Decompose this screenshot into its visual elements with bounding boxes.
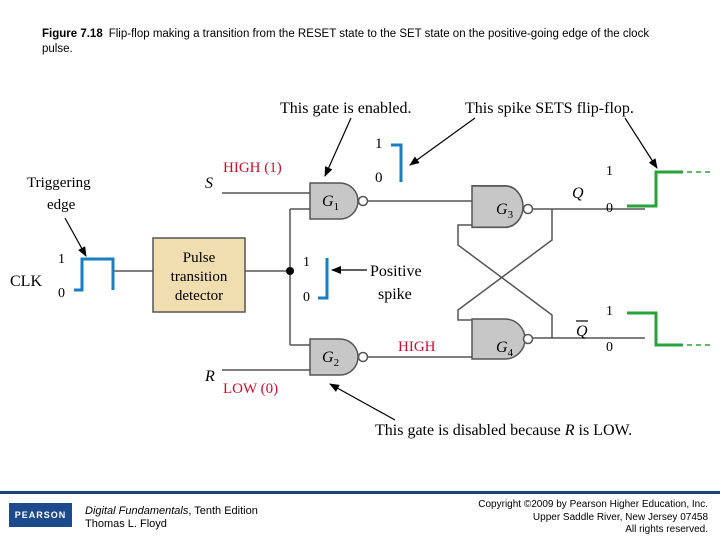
clk-low-label: 0 xyxy=(58,286,65,301)
g2-label: G2 xyxy=(322,349,339,369)
positive-spike-waveform xyxy=(318,258,329,300)
spike-low-label: 0 xyxy=(303,290,310,305)
g1-spike-high: 1 xyxy=(375,136,383,152)
triggering-edge-label-1: Triggering xyxy=(27,175,91,191)
clk-high-label: 1 xyxy=(58,252,65,267)
book-info: Digital Fundamentals, Tenth Edition Thom… xyxy=(85,505,258,531)
q-low-label: 0 xyxy=(606,201,613,216)
q-high-label: 1 xyxy=(606,164,613,179)
spike-sets-arrow-right xyxy=(624,117,658,169)
clk-label: CLK xyxy=(10,273,42,290)
r-input-label: R xyxy=(204,368,215,385)
disabled-arrow xyxy=(329,383,396,421)
nand-gate-g2 xyxy=(309,338,359,376)
book-author: Thomas L. Floyd xyxy=(85,518,167,530)
positive-spike-label-2: spike xyxy=(378,286,412,303)
flip-flop-diagram: Pulse transition detector G1 G2 G3 G4 Th… xyxy=(10,100,712,439)
book-title-line: Digital Fundamentals, Tenth Edition xyxy=(85,505,258,517)
triggering-edge-label-2: edge xyxy=(47,197,76,213)
pulse-label-3: detector xyxy=(175,288,223,304)
g1-label: G1 xyxy=(322,193,339,213)
footer-divider xyxy=(0,491,720,494)
q-waveform xyxy=(627,170,683,208)
g1-input-spike xyxy=(391,143,403,182)
spike-high-label: 1 xyxy=(303,255,310,270)
nand-gate-g1 xyxy=(309,182,359,220)
g2-inversion-bubble xyxy=(357,351,369,363)
copyright-notice: Copyright ©2009 by Pearson Higher Educat… xyxy=(478,499,708,535)
pearson-logo: PEARSON xyxy=(9,503,72,527)
pulse-transition-detector xyxy=(152,237,246,313)
qbar-high-label: 1 xyxy=(606,304,613,319)
triggering-edge-arrow xyxy=(64,217,87,257)
g4-inversion-bubble xyxy=(522,333,534,345)
positive-spike-label-1: Positive xyxy=(370,263,422,280)
s-level-label: HIGH (1) xyxy=(223,160,282,176)
junction-dot xyxy=(286,267,294,275)
g3-inversion-bubble xyxy=(522,203,534,215)
gate-disabled-note: This gate is disabled because R is LOW. xyxy=(375,422,632,439)
figure-caption-text: Flip-flop making a transition from the R… xyxy=(42,28,650,55)
spike-sets-arrow-left xyxy=(409,117,476,166)
pulse-label-2: transition xyxy=(171,269,228,285)
qbar-output-label: Q xyxy=(576,323,588,340)
g3-label: G3 xyxy=(496,201,514,221)
clk-waveform xyxy=(74,257,115,292)
g4-label: G4 xyxy=(496,339,514,359)
figure-number: Figure 7.18 xyxy=(42,28,103,40)
gate-enabled-note: This gate is enabled. xyxy=(280,100,412,117)
qbar-waveform xyxy=(627,311,683,347)
qbar-low-label: 0 xyxy=(606,340,613,355)
g1-spike-low: 0 xyxy=(375,170,383,186)
circuit-wiring xyxy=(113,192,645,371)
spike-sets-note: This spike SETS flip-flop. xyxy=(465,100,634,117)
pulse-label-1: Pulse xyxy=(183,250,216,266)
s-input-label: S xyxy=(205,175,213,192)
r-level-label: LOW (0) xyxy=(223,381,278,397)
g1-inversion-bubble xyxy=(357,195,369,207)
g4-input-level: HIGH xyxy=(398,339,436,355)
enabled-arrow xyxy=(324,117,352,177)
q-output-label: Q xyxy=(572,185,584,202)
